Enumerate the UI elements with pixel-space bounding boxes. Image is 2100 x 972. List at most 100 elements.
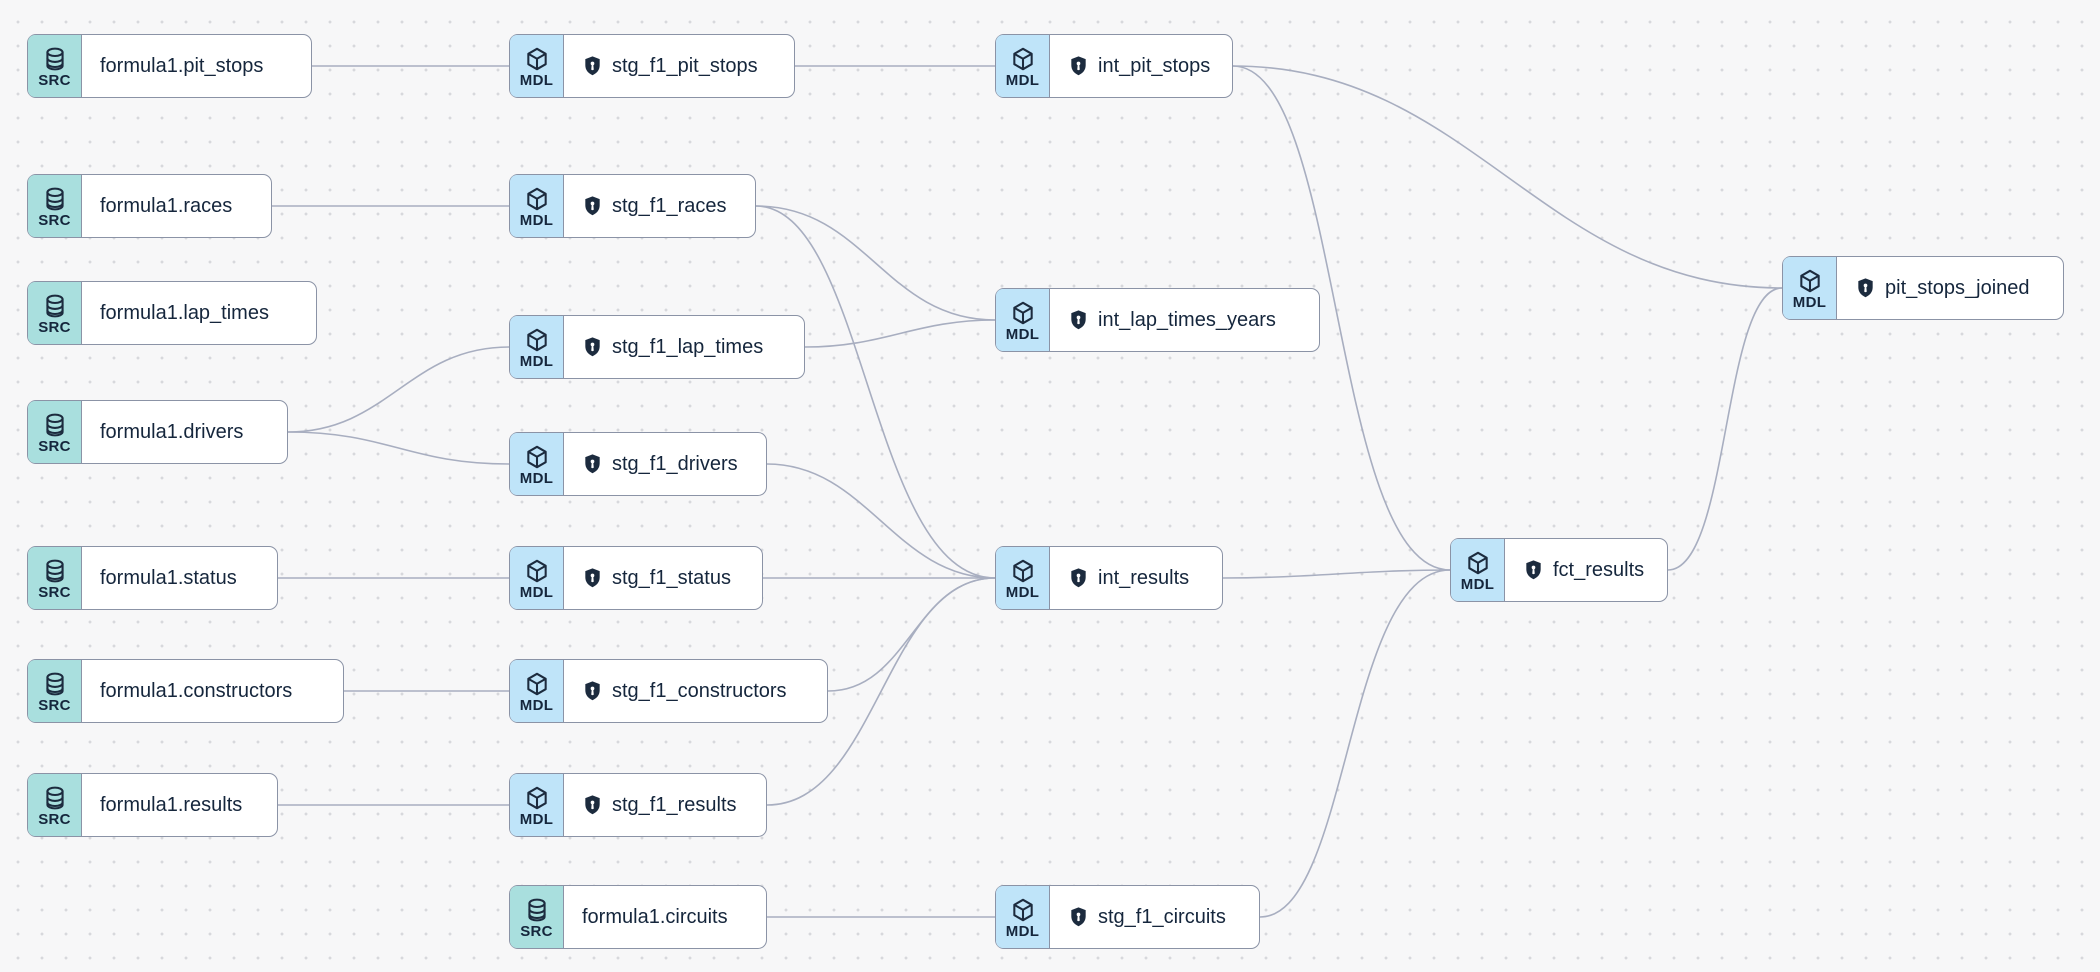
model-badge: MDL	[996, 547, 1050, 609]
node-content: formula1.status	[82, 547, 277, 609]
node-int-results[interactable]: MDL int_results	[995, 546, 1223, 610]
cube-icon	[1010, 897, 1036, 923]
model-badge: MDL	[510, 660, 564, 722]
node-fct-results[interactable]: MDL fct_results	[1450, 538, 1668, 602]
node-formula1-races[interactable]: SRC formula1.races	[27, 174, 272, 238]
cube-icon	[524, 327, 550, 353]
cube-icon	[1010, 558, 1036, 584]
badge-label: MDL	[1005, 584, 1040, 601]
cube-icon	[524, 671, 550, 697]
badge-label: MDL	[519, 470, 554, 487]
shield-lock-icon	[582, 55, 603, 77]
shield-lock-icon	[1068, 567, 1089, 589]
edge-fct-results-to-pit-stops-joined	[1667, 287, 1783, 571]
model-badge: MDL	[510, 433, 564, 495]
cube-icon	[524, 785, 550, 811]
shield-lock-icon	[582, 567, 603, 589]
source-badge: SRC	[28, 660, 82, 722]
node-content: pit_stops_joined	[1837, 257, 2063, 319]
edge-stg-f1-circuits-to-fct-results	[1259, 569, 1451, 918]
node-content: int_lap_times_years	[1050, 289, 1319, 351]
node-content: stg_f1_pit_stops	[564, 35, 794, 97]
badge-label: SRC	[38, 584, 71, 601]
badge-label: SRC	[38, 72, 71, 89]
database-icon	[42, 671, 68, 697]
node-pit-stops-joined[interactable]: MDL pit_stops_joined	[1782, 256, 2064, 320]
node-label: int_pit_stops	[1098, 54, 1211, 77]
node-content: stg_f1_status	[564, 547, 762, 609]
node-content: formula1.lap_times	[82, 282, 316, 344]
node-formula1-drivers[interactable]: SRC formula1.drivers	[27, 400, 288, 464]
node-content: stg_f1_lap_times	[564, 316, 804, 378]
edge-int-results-to-fct-results	[1222, 569, 1451, 579]
node-label: stg_f1_races	[612, 194, 727, 217]
node-formula1-results[interactable]: SRC formula1.results	[27, 773, 278, 837]
node-formula1-lap-times[interactable]: SRC formula1.lap_times	[27, 281, 317, 345]
badge-label: MDL	[519, 353, 554, 370]
badge-label: SRC	[520, 923, 553, 940]
badge-label: MDL	[519, 697, 554, 714]
badge-label: SRC	[38, 811, 71, 828]
node-content: formula1.drivers	[82, 401, 287, 463]
cube-icon	[1010, 300, 1036, 326]
database-icon	[42, 785, 68, 811]
shield-lock-icon	[582, 336, 603, 358]
edge-stg-f1-races-to-int-lap-times-years	[755, 205, 996, 321]
source-badge: SRC	[28, 175, 82, 237]
node-stg-f1-lap-times[interactable]: MDL stg_f1_lap_times	[509, 315, 805, 379]
node-content: stg_f1_races	[564, 175, 755, 237]
node-content: stg_f1_results	[564, 774, 766, 836]
node-stg-f1-pit-stops[interactable]: MDL stg_f1_pit_stops	[509, 34, 795, 98]
source-badge: SRC	[28, 282, 82, 344]
shield-lock-icon	[1855, 277, 1876, 299]
cube-icon	[1010, 46, 1036, 72]
model-badge: MDL	[510, 547, 564, 609]
badge-label: MDL	[1005, 923, 1040, 940]
node-content: stg_f1_circuits	[1050, 886, 1259, 948]
badge-label: MDL	[1792, 294, 1827, 311]
node-stg-f1-circuits[interactable]: MDL stg_f1_circuits	[995, 885, 1260, 949]
shield-lock-icon	[582, 794, 603, 816]
node-content: stg_f1_constructors	[564, 660, 827, 722]
edge-int-pit-stops-to-pit-stops-joined	[1232, 65, 1783, 289]
model-badge: MDL	[510, 774, 564, 836]
node-label: stg_f1_status	[612, 566, 731, 589]
edge-int-pit-stops-to-fct-results	[1232, 65, 1451, 571]
shield-lock-icon	[1068, 906, 1089, 928]
model-badge: MDL	[510, 316, 564, 378]
shield-lock-icon	[582, 453, 603, 475]
source-badge: SRC	[28, 547, 82, 609]
node-label: stg_f1_pit_stops	[612, 54, 758, 77]
source-badge: SRC	[28, 401, 82, 463]
edge-stg-f1-lap-times-to-int-lap-times-years	[804, 319, 996, 348]
node-label: stg_f1_drivers	[612, 452, 738, 475]
node-content: formula1.constructors	[82, 660, 343, 722]
badge-label: MDL	[519, 212, 554, 229]
model-badge: MDL	[996, 35, 1050, 97]
node-stg-f1-drivers[interactable]: MDL stg_f1_drivers	[509, 432, 767, 496]
node-stg-f1-races[interactable]: MDL stg_f1_races	[509, 174, 756, 238]
cube-icon	[524, 444, 550, 470]
edge-formula1-drivers-to-stg-f1-drivers	[287, 431, 510, 465]
node-formula1-constructors[interactable]: SRC formula1.constructors	[27, 659, 344, 723]
edge-stg-f1-races-to-int-results	[755, 205, 996, 579]
node-stg-f1-status[interactable]: MDL stg_f1_status	[509, 546, 763, 610]
shield-lock-icon	[582, 680, 603, 702]
node-label: formula1.pit_stops	[100, 54, 264, 77]
node-label: stg_f1_constructors	[612, 679, 787, 702]
node-stg-f1-results[interactable]: MDL stg_f1_results	[509, 773, 767, 837]
node-stg-f1-constructors[interactable]: MDL stg_f1_constructors	[509, 659, 828, 723]
node-label: formula1.lap_times	[100, 301, 269, 324]
node-int-lap-times-years[interactable]: MDL int_lap_times_years	[995, 288, 1320, 352]
node-int-pit-stops[interactable]: MDL int_pit_stops	[995, 34, 1233, 98]
node-formula1-status[interactable]: SRC formula1.status	[27, 546, 278, 610]
node-formula1-circuits[interactable]: SRC formula1.circuits	[509, 885, 767, 949]
source-badge: SRC	[510, 886, 564, 948]
cube-icon	[524, 46, 550, 72]
node-label: stg_f1_circuits	[1098, 905, 1226, 928]
node-formula1-pit-stops[interactable]: SRC formula1.pit_stops	[27, 34, 312, 98]
badge-label: SRC	[38, 438, 71, 455]
shield-lock-icon	[1068, 309, 1089, 331]
cube-icon	[524, 186, 550, 212]
